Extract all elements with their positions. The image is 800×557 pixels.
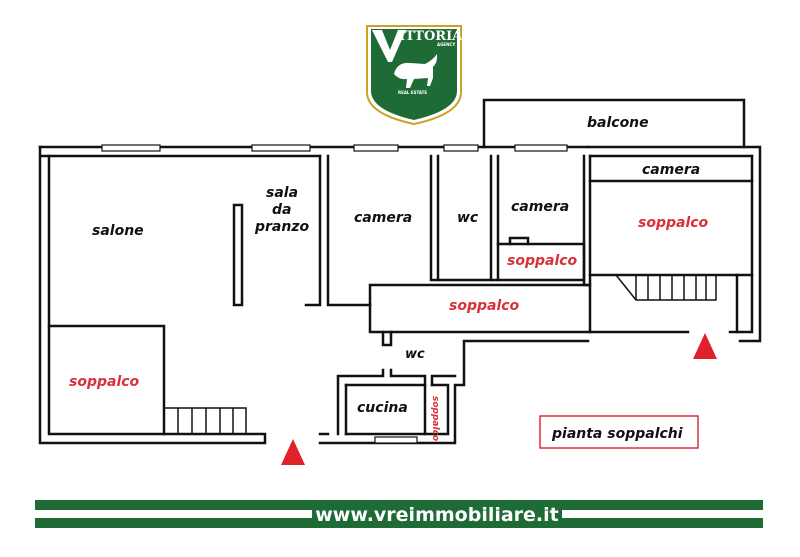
wall-wc-small bbox=[381, 330, 393, 347]
footer-text-bg bbox=[312, 503, 562, 525]
vittoria-logo: ITTORIA AGENCY REAL ESTATE bbox=[366, 25, 463, 126]
room-label-camera-left: camera bbox=[354, 210, 412, 226]
logo-tagline-text: REAL ESTATE bbox=[398, 90, 427, 95]
legend-box bbox=[539, 415, 699, 449]
logo-v-mark bbox=[372, 30, 406, 62]
room-label-sala: sala bbox=[266, 185, 298, 201]
footer-website[interactable]: www.vreimmobiliare.it bbox=[315, 504, 559, 526]
wall-wc-camera bbox=[489, 154, 500, 282]
windows bbox=[101, 144, 568, 444]
wall-wc-right bbox=[430, 374, 457, 387]
outer-wall-bottom bbox=[318, 339, 590, 445]
mezzanine-label-small: soppalco bbox=[507, 253, 578, 269]
logo-agency-text: AGENCY bbox=[437, 42, 455, 47]
room-label-wc: wc bbox=[457, 210, 479, 226]
room-label-da: da bbox=[272, 202, 291, 218]
room-label-salone: salone bbox=[92, 223, 144, 239]
footer-banner: www.vreimmobiliare.it bbox=[35, 500, 763, 528]
room-label-camera-right: camera bbox=[642, 162, 700, 178]
window bbox=[374, 436, 418, 444]
window bbox=[251, 144, 311, 152]
partition-sala bbox=[232, 203, 244, 307]
bull-icon bbox=[394, 54, 438, 88]
inner-wall-right bbox=[728, 154, 754, 334]
room-label-pranzo: pranzo bbox=[254, 219, 309, 235]
wall-camera-left bbox=[304, 154, 322, 307]
window bbox=[443, 144, 479, 152]
window bbox=[514, 144, 568, 152]
window bbox=[353, 144, 399, 152]
mezzanine-label-right: soppalco bbox=[638, 215, 709, 231]
wall-center-soppalco bbox=[368, 283, 592, 334]
mezzanine-label-middle: soppalco bbox=[449, 298, 520, 314]
balcony-outline bbox=[482, 98, 746, 149]
logo-brand-text: ITTORIA bbox=[399, 29, 463, 44]
window bbox=[101, 144, 161, 152]
outer-wall-left bbox=[38, 145, 267, 445]
room-label-balcone: balcone bbox=[587, 115, 649, 131]
wall-camera-right bbox=[582, 154, 592, 287]
wall-wc-cucina bbox=[336, 368, 385, 436]
mezzanine-label-left: soppalco bbox=[69, 374, 140, 390]
legend-text: pianta soppalchi bbox=[551, 426, 683, 442]
outer-wall-right bbox=[586, 145, 762, 343]
walls bbox=[38, 98, 762, 445]
room-label-wc-small: wc bbox=[405, 347, 425, 362]
entry-marker-icon bbox=[281, 439, 305, 465]
mezzanine-label-vertical: soppalco bbox=[430, 396, 440, 441]
wall-cucina-right bbox=[423, 383, 450, 436]
stairs-right bbox=[615, 274, 717, 301]
wall-camera-wc bbox=[429, 154, 440, 282]
entry-marker-icon bbox=[693, 333, 717, 359]
wall-left-soppalco bbox=[47, 324, 166, 436]
room-label-cucina: cucina bbox=[357, 400, 408, 416]
wall-cucina-top bbox=[344, 368, 427, 387]
wall-camera-left-inner bbox=[326, 154, 372, 307]
stairs-left bbox=[164, 407, 247, 434]
wall-soppalco-notch bbox=[508, 236, 530, 246]
room-label-camera-center: camera bbox=[511, 199, 569, 215]
